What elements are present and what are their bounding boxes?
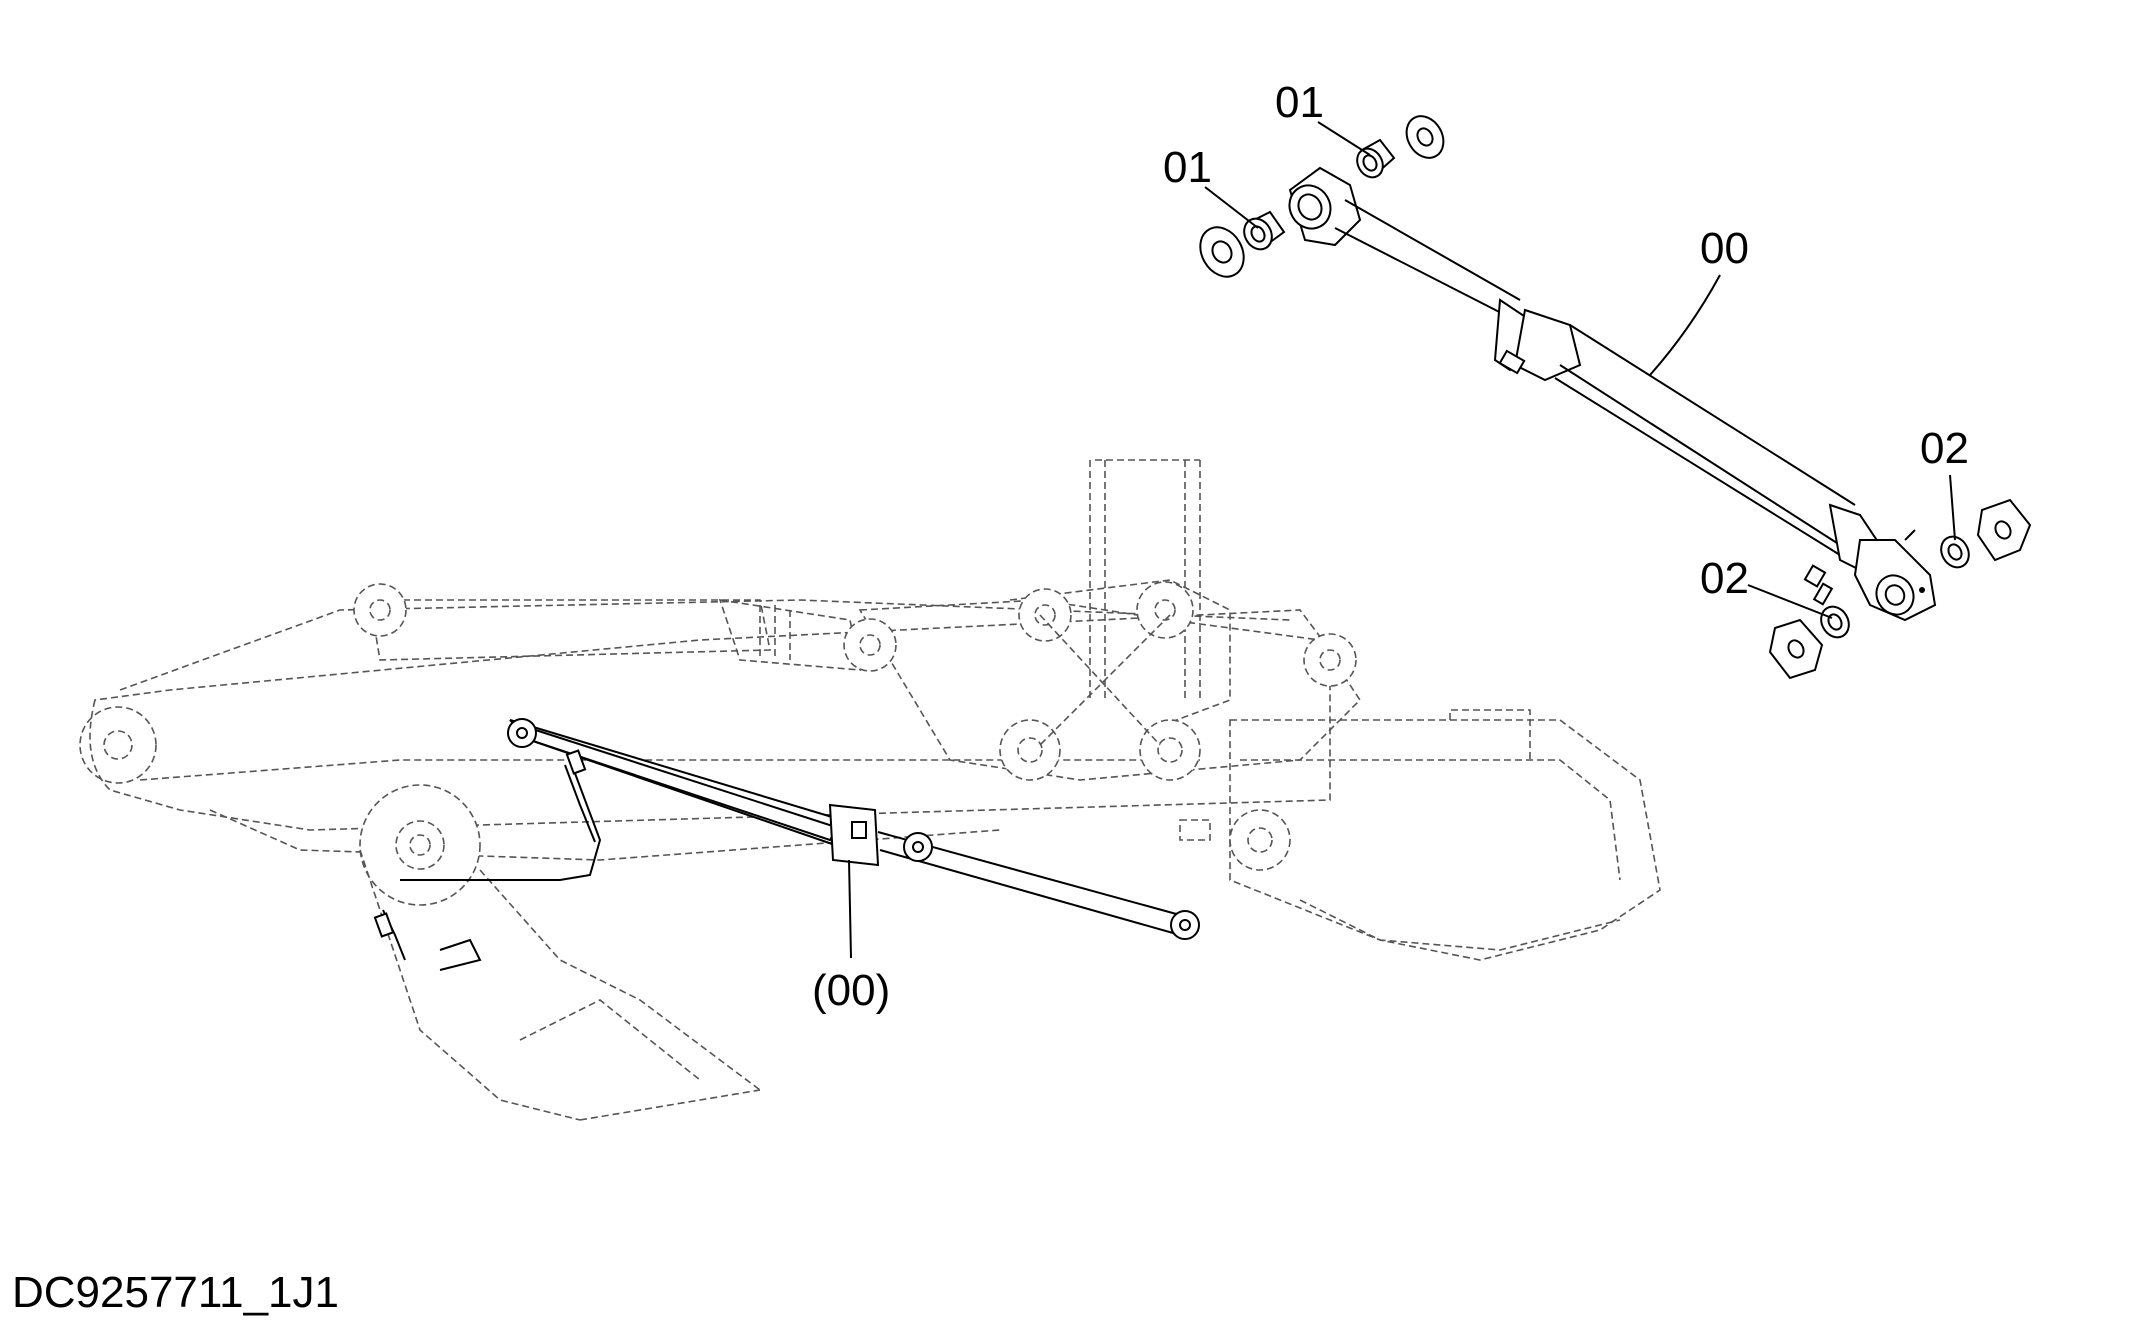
- machine-context-ghost: [79, 459, 1661, 1121]
- callout-00-installed: (00): [812, 966, 890, 1015]
- installed-cylinder: [373, 718, 1200, 971]
- cylinder-exploded: [1288, 166, 1937, 622]
- bushings: [1199, 115, 2032, 680]
- callout-02-left: 02: [1700, 554, 1749, 603]
- drawing-number: DC9257711_1J1: [12, 1268, 339, 1317]
- leader-lines: [848, 121, 1956, 959]
- callout-01-upper-left: 01: [1163, 143, 1212, 192]
- callout-labels: 01 01 00 02 02 (00): [812, 78, 1969, 1015]
- callout-00-cylinder: 00: [1700, 224, 1749, 273]
- callout-01-upper-right: 01: [1275, 78, 1324, 127]
- callout-02-right: 02: [1920, 424, 1969, 473]
